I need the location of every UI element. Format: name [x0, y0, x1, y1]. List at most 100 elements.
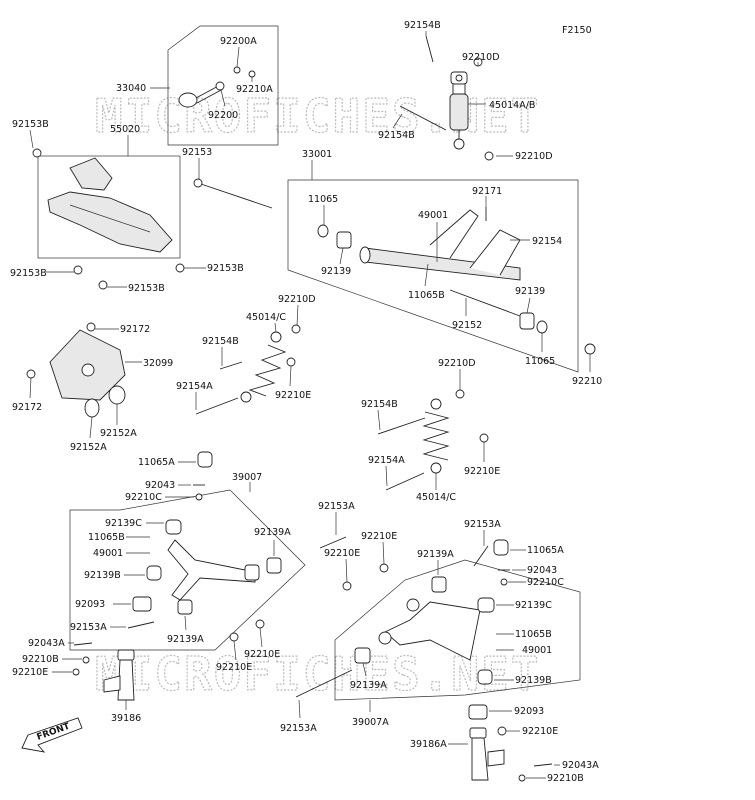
label-92152: 92152 [452, 320, 482, 331]
label-92153: 92153 [182, 147, 212, 158]
bushing-92139C-l [165, 519, 182, 535]
nut-92210B-r [518, 774, 526, 782]
bushing-11065-right [536, 320, 548, 334]
bolt-92154B-l [219, 361, 243, 370]
collar-92139-top [336, 231, 352, 249]
washer-92210C-r [500, 578, 508, 586]
box-39007 [69, 489, 306, 651]
collar-92139A-lb [177, 599, 193, 615]
watermark-bottom: MICROFICHES.NET [95, 647, 540, 701]
label-92210: 92210 [572, 376, 602, 387]
seal-92152A-r [108, 385, 126, 405]
label-92210E-rb: 92210E [522, 726, 558, 737]
label-92154B-mid: 92154B [378, 130, 415, 141]
nut-92210D-l [291, 324, 301, 334]
label-55020: 55020 [110, 124, 140, 135]
label-92210E-r2: 92210E [324, 548, 360, 559]
nut-92210E-r1 [379, 563, 389, 573]
label-92210D-mid: 92210D [515, 151, 553, 162]
collar-92139A-l [266, 557, 282, 574]
box-33040 [167, 25, 279, 146]
bushing-11065A-l [197, 451, 213, 468]
label-92154A-l: 92154A [176, 381, 213, 392]
bolt-92172-b [26, 369, 36, 379]
label-92210B-r: 92210B [547, 773, 584, 784]
label-92139A-l: 92139A [254, 527, 291, 538]
label-92043A-r: 92043A [562, 760, 599, 771]
nut-92210E-l [286, 357, 296, 367]
label-92153B-c: 92153B [207, 263, 244, 274]
front-direction-arrow: FRONT [21, 717, 83, 753]
label-92172-b: 92172 [12, 402, 42, 413]
label-92210E-lb2: 92210E [244, 649, 280, 660]
label-39186: 39186 [111, 713, 141, 724]
diagram-code: F2150 [562, 25, 592, 36]
bracket-32099 [49, 329, 126, 401]
bushing-92139B-l [146, 565, 162, 581]
rear-shock-absorber [449, 71, 469, 150]
knuckle-39186A [469, 727, 505, 781]
label-39186A: 39186A [410, 739, 447, 750]
label-92139-right: 92139 [515, 286, 545, 297]
collar-92139A-rb [354, 647, 371, 664]
bolt-92153B-tl [32, 148, 42, 158]
label-11065A-r: 11065A [527, 545, 564, 556]
watermark-top: MICROFICHES.NET [95, 89, 540, 143]
washer-92200 [215, 81, 225, 91]
shaft-92153 [197, 182, 273, 209]
bolt-92154A-c [385, 472, 425, 491]
front-shock-left [240, 331, 287, 403]
label-92210E-lb1: 92210E [216, 662, 252, 673]
label-92210B-l: 92210B [22, 654, 59, 665]
box-55020 [37, 155, 181, 259]
swing-arm-33001 [359, 209, 521, 281]
label-39007A: 39007A [352, 717, 389, 728]
washer-92210C-l [195, 493, 203, 501]
svg-text:FRONT: FRONT [36, 721, 73, 742]
nut-92210D-c [455, 389, 465, 399]
nut-92210A [248, 70, 256, 78]
knuckle-39186 [103, 649, 135, 701]
label-92154B-l: 92154B [202, 336, 239, 347]
nut-92210D-mid [484, 151, 494, 161]
bolt-92154B-top [425, 35, 434, 63]
seal-92152A-l [84, 398, 100, 418]
bolt-92154B-mid [399, 105, 447, 131]
label-92093-r: 92093 [514, 706, 544, 717]
label-92154B-c: 92154B [361, 399, 398, 410]
tie-rod-end [178, 83, 224, 108]
nut-92210E-r2 [342, 581, 352, 591]
label-92153B-b: 92153B [128, 283, 165, 294]
label-92139A-lb: 92139A [167, 634, 204, 645]
bushing-11065-top [317, 224, 329, 238]
label-92153A-r: 92153A [464, 519, 501, 530]
collar-92139A-r [431, 576, 447, 593]
label-11065-right: 11065 [525, 356, 555, 367]
label-11065B-r: 11065B [515, 629, 552, 640]
nut-92210E-c [479, 433, 489, 443]
label-92139C-l: 92139C [105, 518, 142, 529]
label-49001-r: 49001 [522, 645, 552, 656]
label-39007: 39007 [232, 472, 262, 483]
label-92093-l: 92093 [75, 599, 105, 610]
bolt-92153B-c [175, 263, 185, 273]
bolt-92154A-l [195, 397, 239, 415]
label-92154B-top: 92154B [404, 20, 441, 31]
label-49001-l: 49001 [93, 548, 123, 559]
label-92210E-l: 92210E [275, 390, 311, 401]
arm-39007A [378, 598, 481, 661]
bushing-92139B-r [477, 669, 493, 685]
label-92152A-l: 92152A [70, 442, 107, 453]
label-92139A-rb: 92139A [350, 680, 387, 691]
label-92153B-l: 92153B [10, 268, 47, 279]
label-49001-top: 49001 [418, 210, 448, 221]
label-92152A-r: 92152A [100, 428, 137, 439]
bolt-92153B-b [98, 280, 108, 290]
nut-92210E-rb [497, 726, 507, 736]
label-92210C-r: 92210C [527, 577, 564, 588]
nut-92210B-l [82, 656, 90, 664]
shaft-92153-head [193, 178, 203, 188]
label-11065B-l: 11065B [88, 532, 125, 543]
label-32099: 32099 [143, 358, 173, 369]
